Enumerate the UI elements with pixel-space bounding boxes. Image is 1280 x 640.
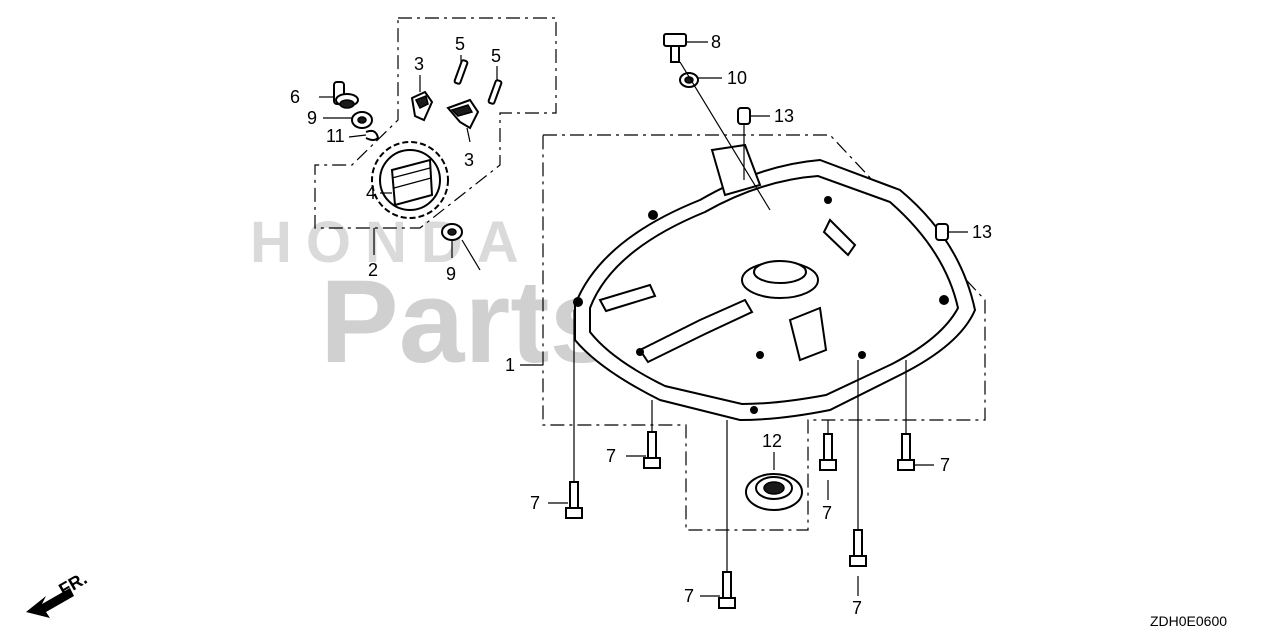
weight-left (410, 90, 434, 122)
bolt-top (663, 33, 687, 63)
callout-13b: 13 (972, 222, 992, 242)
callout-7a: 7 (530, 493, 540, 513)
callout-6: 6 (290, 87, 300, 107)
front-direction-arrow: FR. (26, 568, 90, 618)
diagram-code: ZDH0E0600 (1150, 613, 1227, 629)
callout-7c: 7 (684, 586, 694, 606)
callout-1: 1 (505, 355, 515, 375)
callout-7b: 7 (606, 446, 616, 466)
dowel-right (935, 223, 949, 241)
callout-7f: 7 (852, 598, 862, 618)
upper-group-outline (314, 17, 557, 229)
governor-gear (371, 141, 449, 219)
callout-2: 2 (368, 260, 378, 280)
dowel-left (737, 107, 751, 125)
flange-bolts (565, 431, 915, 609)
weight-right (446, 98, 480, 130)
brand-watermark: HONDA (250, 210, 533, 275)
callout-4: 4 (366, 183, 376, 203)
callout-9b: 9 (446, 264, 456, 284)
callout-5a: 5 (455, 34, 465, 54)
callout-12: 12 (762, 431, 782, 451)
callout-10: 10 (727, 68, 747, 88)
oil-seal-small (679, 72, 699, 88)
crankcase-cover (573, 143, 977, 422)
callout-11: 11 (326, 126, 345, 146)
leader-lines (319, 41, 968, 597)
lower-group-outline (542, 134, 986, 531)
pin-left (453, 59, 469, 85)
callout-3b: 3 (464, 150, 474, 170)
washer-lower (441, 223, 463, 241)
callout-labels: 1 2 3 3 4 5 5 6 7 7 7 7 7 7 7 8 9 9 10 1… (290, 32, 992, 618)
callout-3a: 3 (414, 54, 424, 74)
washer-upper (351, 111, 373, 129)
callout-7e: 7 (940, 455, 950, 475)
callout-9a: 9 (307, 108, 317, 128)
pin-right (487, 79, 503, 105)
callout-7d: 7 (822, 503, 832, 523)
oil-seal-large (745, 473, 803, 511)
governor-shaft (333, 81, 359, 109)
clip (365, 129, 380, 141)
callout-13a: 13 (774, 106, 794, 126)
callout-8: 8 (711, 32, 721, 52)
callout-5b: 5 (491, 46, 501, 66)
